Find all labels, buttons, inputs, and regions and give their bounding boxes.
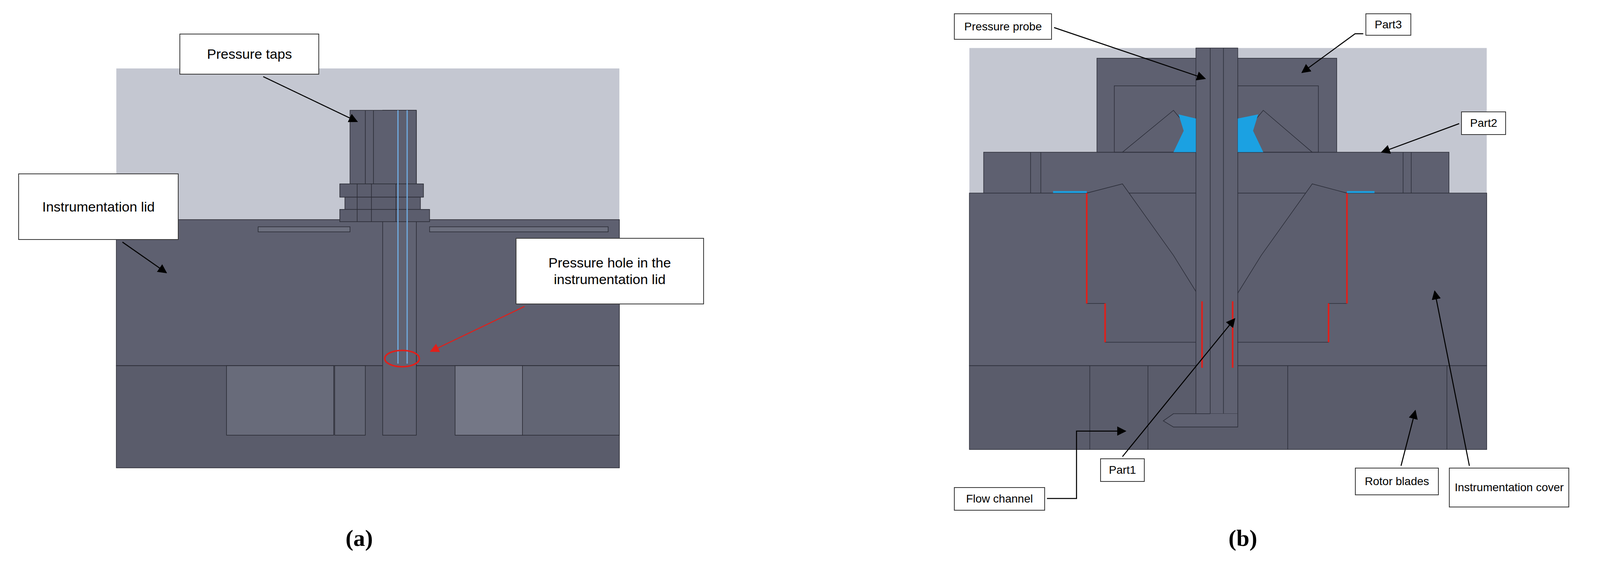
callout-label: Pressure probe [964,19,1042,34]
callout-label: Part2 [1469,116,1498,131]
leader-lines-b [1047,27,1470,499]
callout-label: Pressure taps [206,45,293,63]
callout-label: Part1 [1109,462,1137,477]
callout-label: Part3 [1374,17,1402,32]
callout-label: Flow channel [966,491,1033,506]
callout-label: Instrumentation lid [42,198,155,216]
panel-caption: (b) [1228,524,1258,552]
callout-box: Rotor blades [1354,467,1439,495]
callout-box: Pressure hole in the instrumentation lid [515,237,704,305]
callout-box: Part1 [1100,458,1146,482]
callout-label: Rotor blades [1364,474,1430,489]
figure-b [969,47,1487,450]
callout-box: Pressure taps [179,33,320,75]
callout-box: Flow channel [953,486,1045,511]
callout-box: Pressure probe [953,13,1052,40]
leader-lines-a [122,76,525,352]
callout-box: Part2 [1461,111,1507,135]
callout-box: Instrumentation lid [18,173,179,240]
callout-box: Part3 [1365,13,1412,36]
callout-label: Instrumentation cover [1454,480,1564,495]
panel-caption: (a) [345,524,374,552]
callout-label: Pressure hole in the instrumentation lid [520,254,700,288]
callout-box: Instrumentation cover [1448,467,1570,508]
